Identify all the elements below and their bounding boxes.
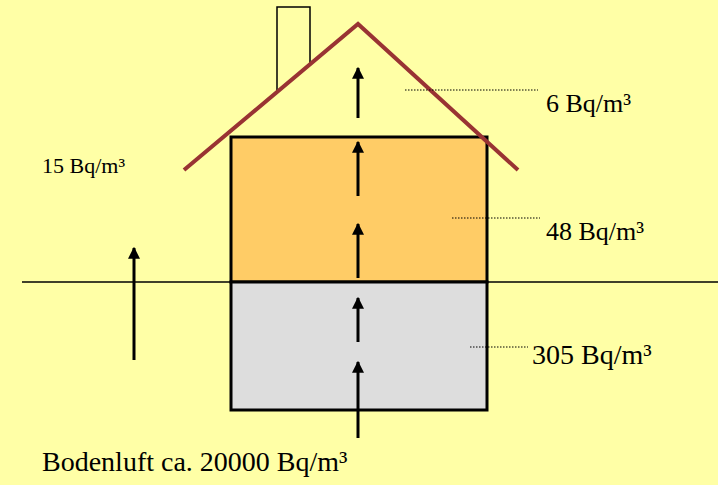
arrow <box>357 298 360 342</box>
arrow <box>357 362 360 438</box>
roof <box>184 24 518 170</box>
arrow <box>357 68 360 118</box>
airflow-arrows <box>134 68 358 438</box>
upper-floor <box>231 137 487 282</box>
basement-value: 305 Bq/m³ <box>532 338 652 372</box>
leader-line <box>405 90 538 91</box>
arrow <box>357 224 360 278</box>
attic-value: 6 Bq/m³ <box>546 88 631 119</box>
outdoor-value: 15 Bq/m³ <box>42 153 125 179</box>
arrow <box>357 142 360 196</box>
leader-lines <box>405 90 540 347</box>
leader-line <box>470 347 528 348</box>
leader-line <box>452 218 540 219</box>
soil-value: Bodenluft ca. 20000 Bq/m³ <box>42 445 347 479</box>
arrow <box>133 248 136 360</box>
floor-value: 48 Bq/m³ <box>546 216 644 247</box>
